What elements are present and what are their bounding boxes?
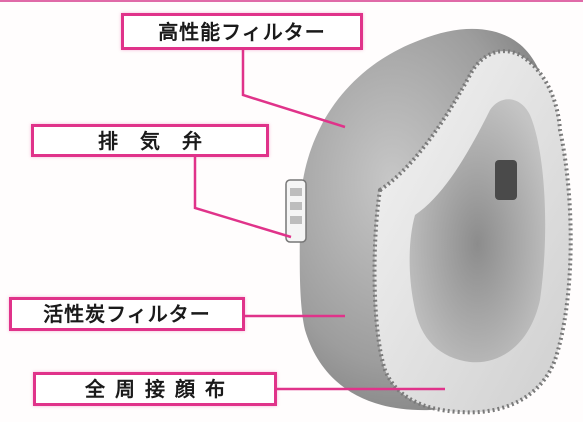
label-full-face-seal: 全周接顔布 [33, 372, 277, 406]
label-high-performance-filter: 高性能フィルター [121, 13, 363, 50]
label-exhaust-valve: 排気弁 [31, 124, 269, 157]
top-border [0, 0, 583, 2]
inner-valve-grille [495, 160, 517, 200]
label-activated-carbon-filter: 活性炭フィルター [9, 297, 245, 331]
leader-line-valve [193, 157, 292, 239]
leader-line-hpf [241, 50, 346, 129]
exhaust-valve-shape [285, 179, 307, 243]
